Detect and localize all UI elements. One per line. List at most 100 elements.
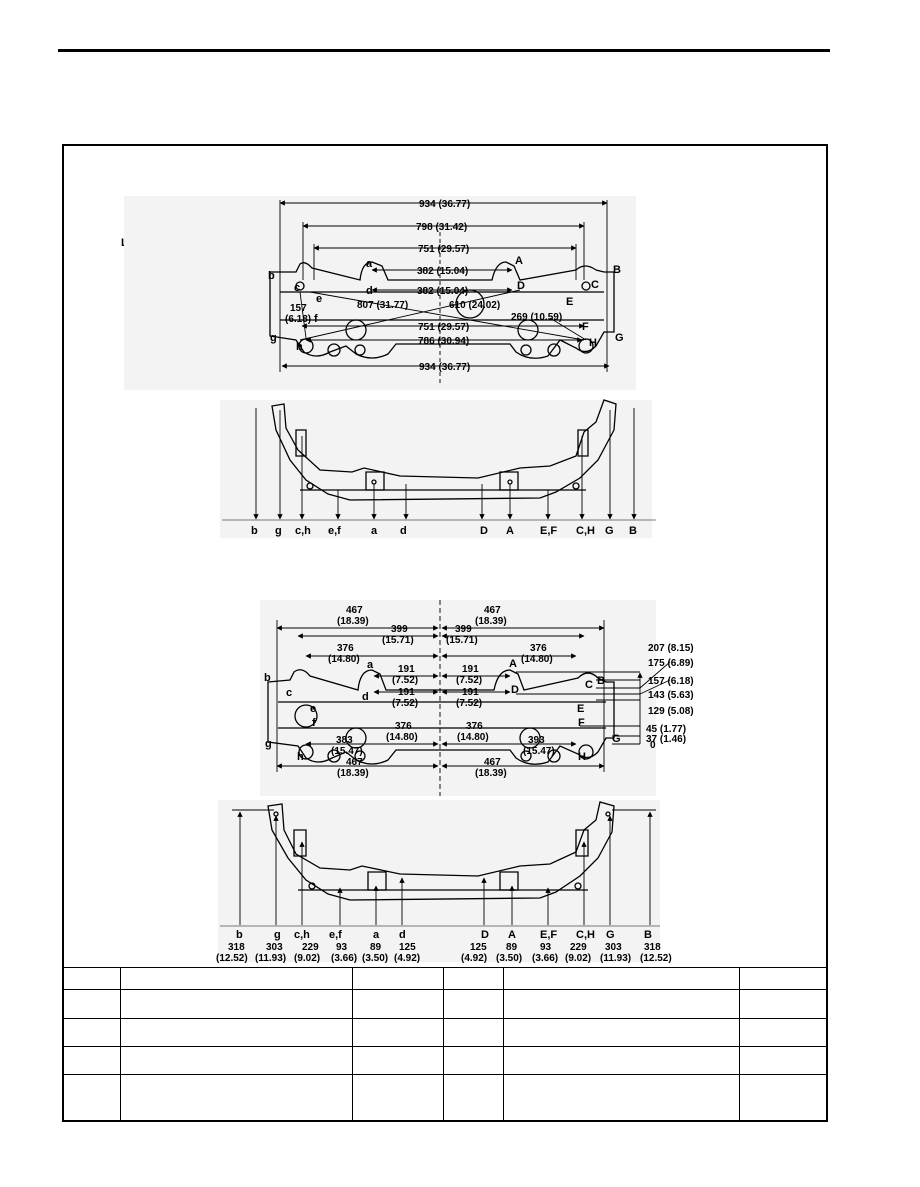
pt-E: E xyxy=(566,296,573,308)
pt3-g: g xyxy=(265,738,272,750)
dim-157-in: (6.18) xyxy=(285,314,311,325)
pt3-d: d xyxy=(362,691,369,703)
table-row xyxy=(62,989,828,1019)
side-label-d: d xyxy=(400,525,407,537)
header-rule xyxy=(58,49,830,52)
pt3-f: f xyxy=(312,717,316,729)
h-376-left: 376 xyxy=(337,643,354,654)
ht-label-G: G xyxy=(606,929,615,941)
dim-751-top: 751 (29.57) xyxy=(418,244,469,255)
svg-text:b g c,h e,f: b g c,h e,f a d D A E,F C,H G B xyxy=(236,929,652,941)
ht-value-ch: 229 xyxy=(302,942,319,953)
ht-value-d: 125 xyxy=(399,942,416,953)
v-175: 175 (6.89) xyxy=(648,658,694,669)
ht-inch-G: (11.93) xyxy=(600,953,631,964)
pt3-H: H xyxy=(578,751,586,763)
ht-value-G: 303 xyxy=(605,942,622,953)
dim-807: 807 (31.77) xyxy=(357,300,408,311)
h-376-left-in: (14.80) xyxy=(328,654,360,665)
side-label-B: B xyxy=(629,525,637,537)
h-467-left: 467 xyxy=(346,605,363,616)
h-191-a: 191 xyxy=(398,664,415,675)
reference-table xyxy=(62,967,828,1121)
pt3-A: A xyxy=(509,658,517,670)
ht-inch-a: (3.50) xyxy=(362,953,388,964)
h-383-in: (15.47) xyxy=(331,746,363,757)
h-376-f: 376 xyxy=(395,721,412,732)
ht-label-a: a xyxy=(373,929,380,941)
side-label-EF: E,F xyxy=(540,525,557,537)
ht-value-a: 89 xyxy=(370,942,382,953)
side-label-G: G xyxy=(605,525,614,537)
dim-786: 786 (30.94) xyxy=(418,336,469,347)
pt-f: f xyxy=(314,313,318,325)
v-207: 207 (8.15) xyxy=(648,643,694,654)
ht-inch-A: (3.50) xyxy=(496,953,522,964)
side-label-A: A xyxy=(506,525,514,537)
figure-frame xyxy=(62,144,828,1122)
pt-g: g xyxy=(270,332,277,344)
h-191-A: 191 xyxy=(462,664,479,675)
v-45: 45 (1.77) xyxy=(646,724,686,735)
ht-label-D: D xyxy=(481,929,489,941)
h-191-D: 191 xyxy=(462,687,479,698)
ht-label-B: B xyxy=(644,929,652,941)
h-467-bot-right-in: (18.39) xyxy=(475,768,507,779)
top-view-half-dimensions: 467 (18.39) 467 (18.39) 399 (15.71) 399 … xyxy=(260,600,694,796)
h-376-F-in: (14.80) xyxy=(457,732,489,743)
ht-label-ch: c,h xyxy=(294,929,310,941)
dim-382-d: 382 (15.04) xyxy=(417,286,468,297)
h-376-right-in: (14.80) xyxy=(521,654,553,665)
ht-inch-b: (12.52) xyxy=(216,953,248,964)
dim-269: 269 (10.59) xyxy=(511,312,562,323)
h-399-left: 399 xyxy=(391,624,408,635)
ht-value-CH: 229 xyxy=(570,942,587,953)
ht-label-CH: C,H xyxy=(576,929,595,941)
ht-label-d: d xyxy=(399,929,406,941)
ht-value-B: 318 xyxy=(644,942,661,953)
h-191-a-in: (7.52) xyxy=(392,675,418,686)
pt-D: D xyxy=(517,280,525,292)
ht-inch-ch: (9.02) xyxy=(294,953,320,964)
pt-H: H xyxy=(589,337,597,349)
pt-F: F xyxy=(582,321,589,333)
h-393-in: (15.47) xyxy=(523,746,555,757)
h-393: 393 xyxy=(528,735,545,746)
h-399-right-in: (15.71) xyxy=(446,635,478,646)
side-view-heights: b g c,h e,f a d D A E,F C,H G B 318 303 … xyxy=(216,800,672,964)
ht-label-ef: e,f xyxy=(329,929,342,941)
pt3-E: E xyxy=(577,703,584,715)
pt3-e: e xyxy=(310,703,316,715)
pt3-D: D xyxy=(511,684,519,696)
h-383: 383 xyxy=(336,735,353,746)
h-191-D-in: (7.52) xyxy=(456,698,482,709)
h-376-f-in: (14.80) xyxy=(386,732,418,743)
svg-text:b g c,h e,f: b g c,h e,f a d D A E,F C,H G B xyxy=(251,525,637,537)
v-157: 157 (6.18) xyxy=(648,676,694,687)
v-143: 143 (5.63) xyxy=(648,690,694,701)
ht-inch-CH: (9.02) xyxy=(565,953,591,964)
h-467-right: 467 xyxy=(484,605,501,616)
pt3-B: B xyxy=(597,675,605,687)
h-467-bot-left: 467 xyxy=(346,757,363,768)
pt3-G: G xyxy=(612,733,621,745)
pt-a: a xyxy=(366,258,373,270)
v-0: 0 xyxy=(650,740,656,751)
ht-value-A: 89 xyxy=(506,942,518,953)
h-191-A-in: (7.52) xyxy=(456,675,482,686)
table-row xyxy=(62,1074,828,1121)
ht-value-b: 318 xyxy=(228,942,245,953)
pt-A: A xyxy=(515,255,523,267)
pt3-b: b xyxy=(264,672,271,684)
ht-value-ef: 93 xyxy=(336,942,348,953)
pt-G: G xyxy=(615,332,624,344)
pt-B: B xyxy=(613,264,621,276)
side-label-g: g xyxy=(275,525,282,537)
pt-C: C xyxy=(591,279,599,291)
ht-inch-EF: (3.66) xyxy=(532,953,558,964)
ht-value-D: 125 xyxy=(470,942,487,953)
ht-label-A: A xyxy=(508,929,516,941)
side-label-CH: C,H xyxy=(576,525,595,537)
h-467-bot-left-in: (18.39) xyxy=(337,768,369,779)
dim-610: 610 (24.02) xyxy=(449,300,500,311)
